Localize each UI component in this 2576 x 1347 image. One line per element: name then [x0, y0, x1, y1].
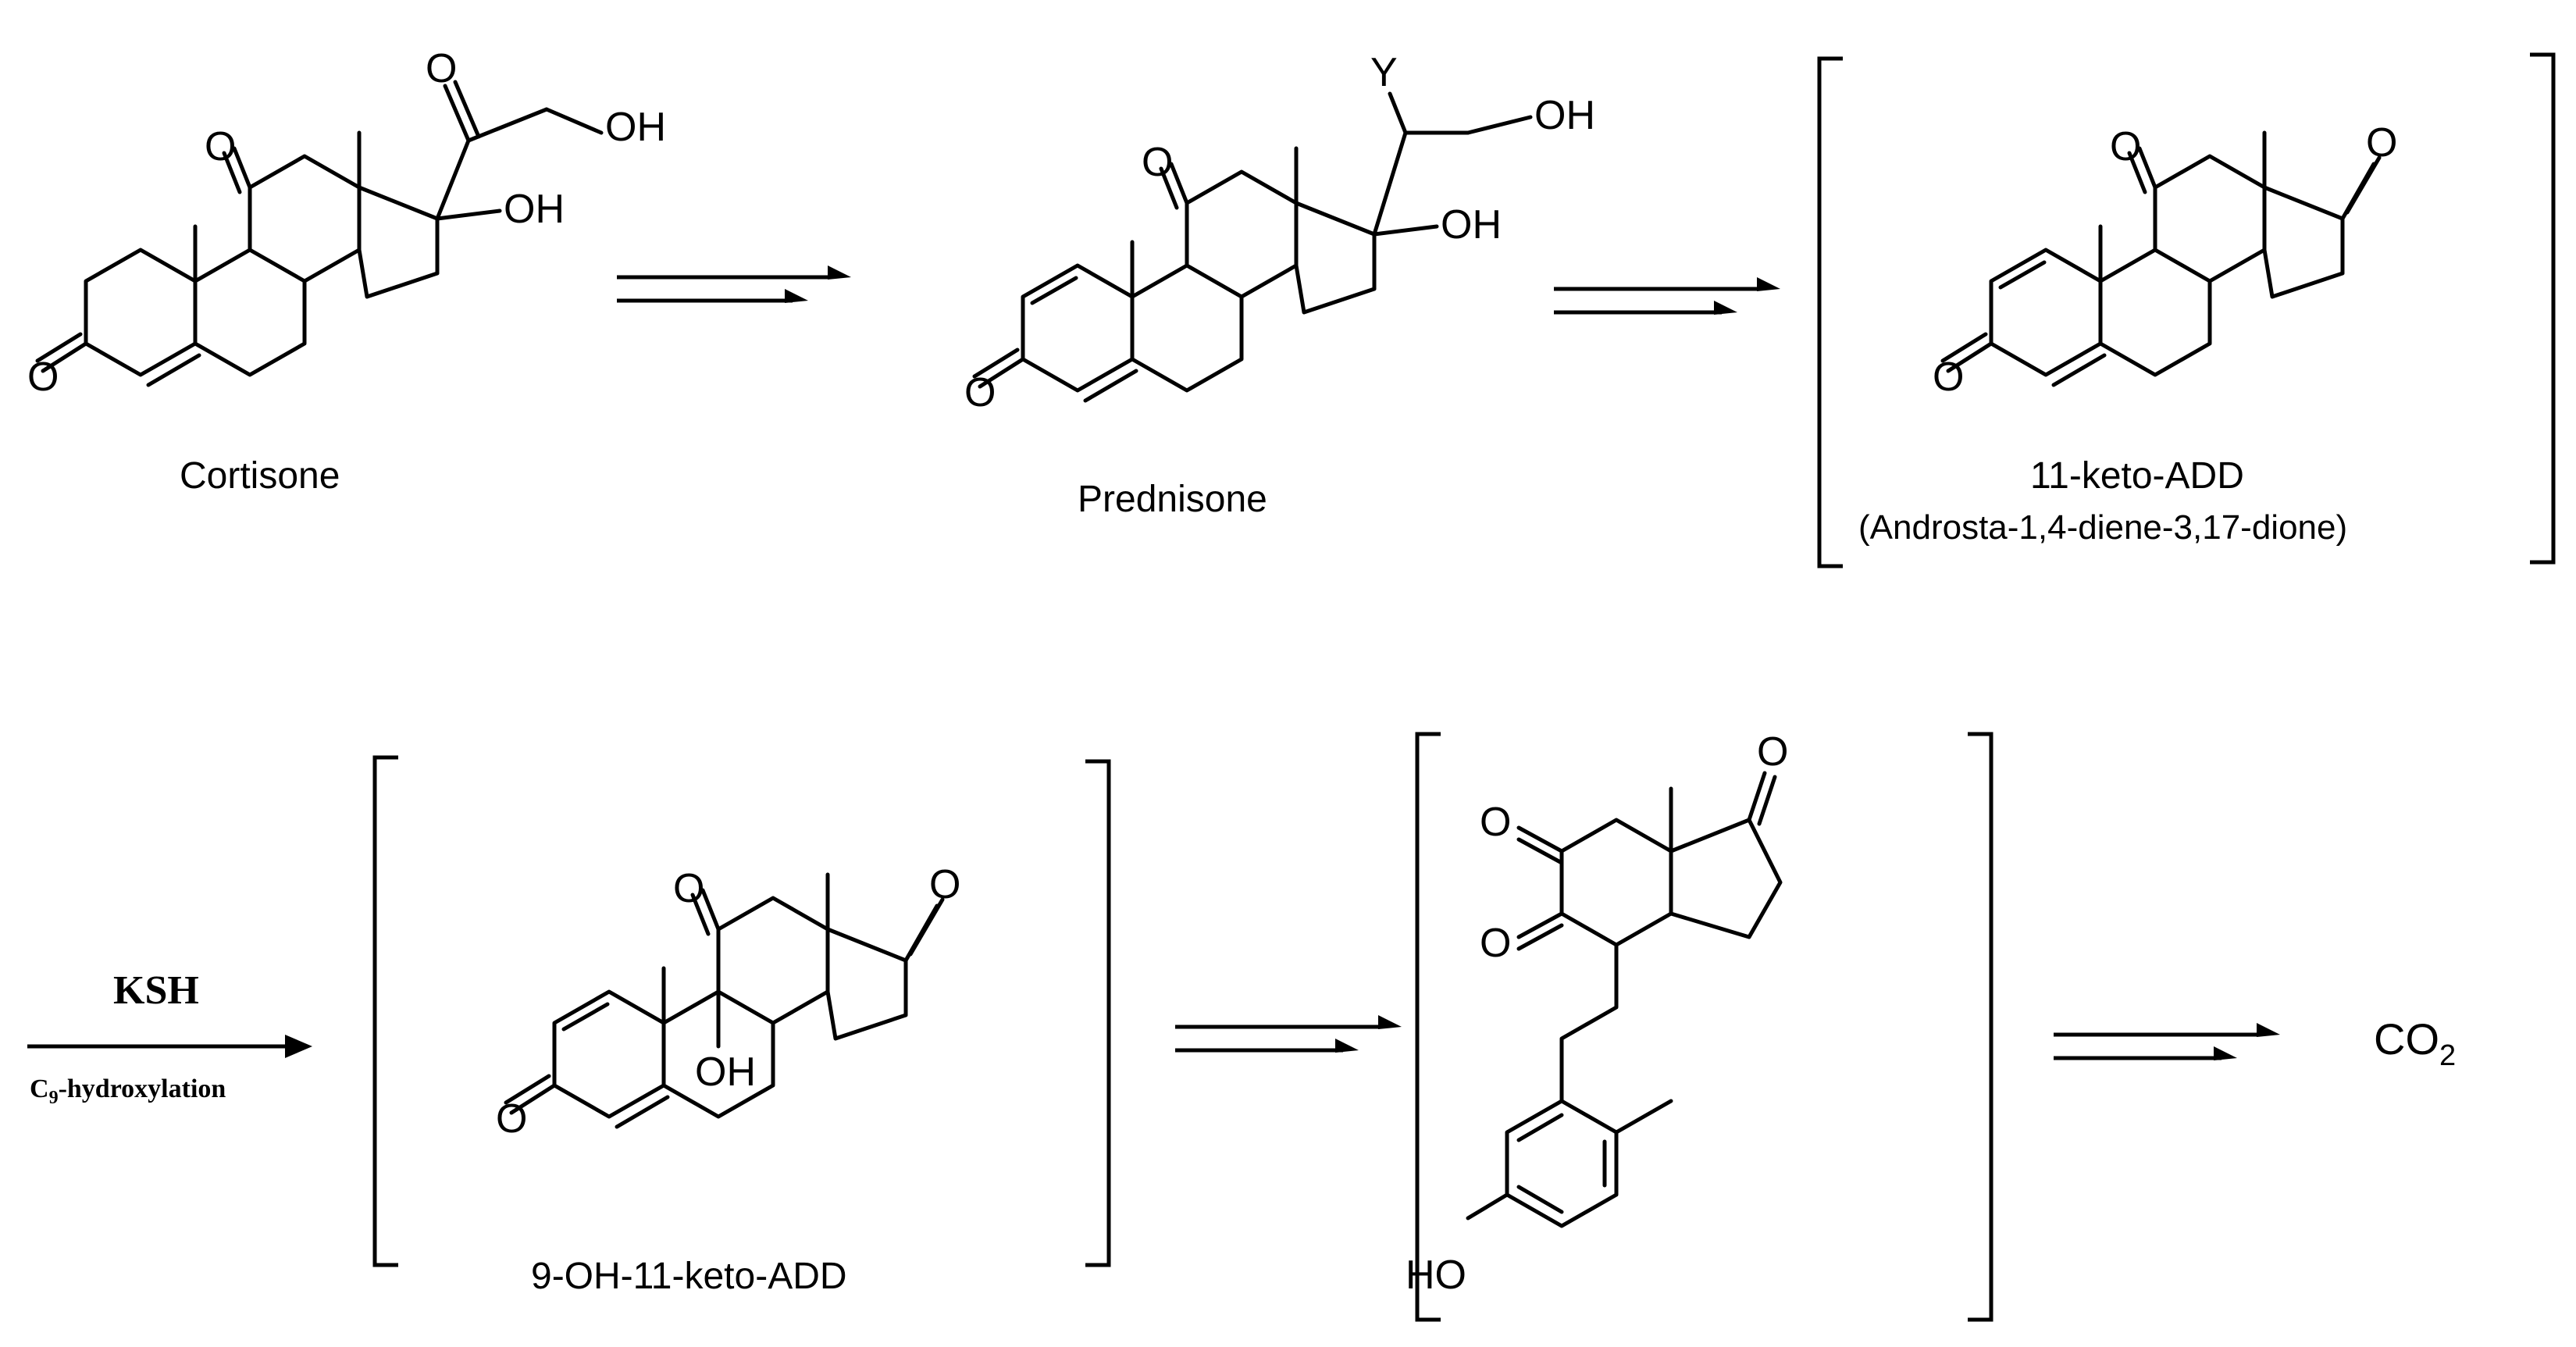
ring-d: [357, 185, 440, 299]
oxygen-label: O: [1757, 729, 1788, 775]
oxygen-label: O: [964, 370, 996, 415]
oxygen-label: O: [496, 1096, 527, 1142]
compound-name: 11-keto-ADD: [2030, 455, 2244, 497]
oxygen-label: O: [929, 862, 960, 907]
oxygen-label: O: [1142, 140, 1173, 185]
oxygen-label: O: [27, 355, 59, 400]
double-bond-c1c2: [1030, 276, 1078, 305]
compound-name: 9-OH-11-keto-ADD: [531, 1256, 847, 1297]
oxygen-label: O: [2366, 120, 2397, 166]
oxygen-label: O: [673, 866, 704, 911]
enzyme-label: KSH: [113, 968, 199, 1013]
oxygen-label: O: [1933, 355, 1964, 400]
c17-hydroxyl-bond: [435, 208, 502, 221]
ring-b: [193, 248, 307, 377]
hydroxyl-label: OH: [1534, 93, 1595, 138]
right-bracket: [1968, 732, 1993, 1322]
seco-chain: [1559, 943, 1619, 1103]
left-bracket: [1415, 732, 1441, 1322]
compound-subtitle: (Androsta-1,4-diene-3,17-dione): [1858, 508, 2347, 547]
hydroxyl-label: OH: [695, 1049, 756, 1095]
compound-name: Prednisone: [1078, 479, 1267, 520]
oxygen-label: O: [1480, 921, 1511, 966]
hydroxyl-label: HO: [1406, 1253, 1466, 1298]
compound-cortisone: O O O OH OH Cortisone: [27, 46, 666, 497]
ketone-bond: [41, 341, 88, 373]
compound-name: Cortisone: [180, 455, 340, 497]
right-bracket: [2530, 52, 2556, 565]
ring-d: [1669, 818, 1783, 939]
aromatic-ring: [1505, 1099, 1619, 1228]
hydroxyl-label: OH: [504, 187, 565, 232]
compound-11-keto-add: O O O 11-keto-ADD (Androsta-1,4-diene-3,…: [1858, 120, 2397, 547]
hydroxyl-label: OH: [1441, 202, 1502, 248]
reaction-arrow-multistep: [1175, 1015, 1402, 1053]
ring-c: [248, 154, 362, 283]
reaction-arrow-multistep: [2054, 1023, 2280, 1060]
c20-ketone-bond: [443, 84, 471, 143]
right-bracket: [1085, 759, 1111, 1267]
oxygen-label: O: [2110, 124, 2141, 169]
oxygen-label: O: [426, 46, 457, 91]
c11-ketone-bond: [232, 146, 252, 190]
oxygen-label: O: [205, 124, 236, 169]
reaction-label: C9-hydroxylation: [30, 1074, 226, 1108]
enzyme-step: KSH C9-hydroxylation: [27, 968, 312, 1108]
reaction-arrow-multistep: [617, 265, 851, 303]
compound-seco-intermediate: O O O HO: [1406, 729, 1788, 1298]
compound-prednisone: O O Y OH OH Prednisone: [964, 50, 1595, 520]
product-co2: CO2: [2374, 1014, 2456, 1072]
left-bracket: [1817, 56, 1843, 568]
substituent-y-label: Y: [1370, 50, 1398, 95]
reaction-arrow-multistep: [1554, 277, 1780, 315]
compound-9-oh-11-keto-add: O O O OH 9-OH-11-keto-ADD: [496, 862, 960, 1297]
ring-a: [84, 248, 198, 377]
hydroxyl-label: OH: [605, 105, 666, 150]
side-chain-c20: [435, 138, 471, 221]
oxygen-label: O: [1480, 800, 1511, 845]
left-bracket: [372, 755, 398, 1267]
double-bond-c4c5: [146, 353, 201, 387]
ring-c: [1559, 818, 1673, 947]
